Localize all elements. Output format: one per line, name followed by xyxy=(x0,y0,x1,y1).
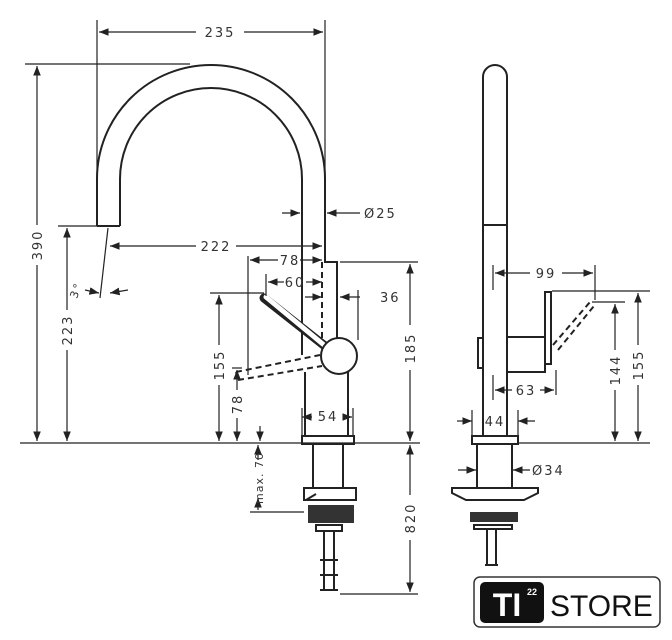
dim-185: 185 xyxy=(404,333,419,364)
side-mounting-plate xyxy=(451,487,539,501)
dim-390: 390 xyxy=(31,230,46,261)
dim-spout-diameter: Ø25 xyxy=(364,207,397,222)
dim-lever-78: 78 xyxy=(280,254,301,269)
dim-angle: 3° xyxy=(68,280,86,300)
logo-word: STORE xyxy=(550,590,653,623)
dim-155-side: 155 xyxy=(632,350,647,381)
side-view: 99 144 155 63 44 Ø34 xyxy=(451,64,650,566)
dim-44: 44 xyxy=(485,415,506,430)
hidden-lines xyxy=(321,262,338,340)
side-handle-housing xyxy=(506,336,546,373)
dim-lever-36: 36 xyxy=(380,291,401,306)
dim-54: 54 xyxy=(318,410,339,425)
dim-lever-60: 60 xyxy=(285,276,306,291)
front-view: 235 Ø25 222 78 60 36 3° 390 223 xyxy=(20,20,420,595)
dim-235: 235 xyxy=(205,26,236,41)
dim-223: 223 xyxy=(61,315,76,346)
logo-superscript: 22 xyxy=(527,587,537,597)
dim-shank-diameter: Ø34 xyxy=(532,464,565,479)
ti22-store-logo: TI 22 STORE xyxy=(473,576,661,628)
side-lever-open xyxy=(552,301,595,351)
dim-155-front: 155 xyxy=(213,350,228,381)
side-lever xyxy=(544,291,552,365)
side-body xyxy=(482,64,508,437)
dim-222: 222 xyxy=(201,240,232,255)
spout-outer xyxy=(96,64,338,340)
dim-63: 63 xyxy=(516,384,537,399)
mounting-plate xyxy=(303,487,357,501)
dim-820: 820 xyxy=(404,503,419,534)
thread xyxy=(308,505,354,523)
lever-open-position xyxy=(235,354,323,381)
logo-mark: TI xyxy=(493,587,521,623)
dim-max-70: max. 70 xyxy=(253,452,266,504)
dim-144: 144 xyxy=(609,355,624,386)
base-plate xyxy=(301,435,355,445)
lever-hub xyxy=(320,337,358,375)
spout-inner xyxy=(119,87,303,355)
dim-78-front: 78 xyxy=(231,394,246,415)
dim-99: 99 xyxy=(536,267,557,282)
